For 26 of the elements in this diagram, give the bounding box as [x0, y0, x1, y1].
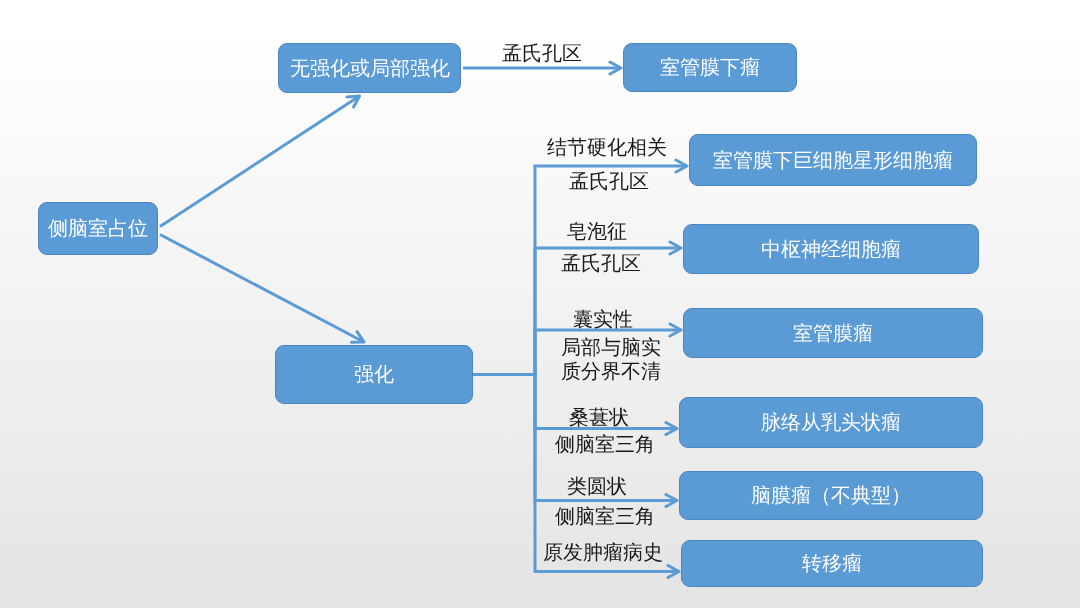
- process-box: 脑膜瘤（不典型）: [679, 471, 983, 520]
- arrow: [473, 373, 681, 579]
- process-box: 室管膜下瘤: [623, 43, 797, 92]
- arrow: [159, 94, 361, 228]
- edge-label: 桑葚状: [569, 405, 629, 429]
- process-box: 强化: [275, 345, 473, 404]
- process-box: 脉络从乳头状瘤: [679, 397, 983, 448]
- annotation-text: 孟氏孔区: [561, 251, 641, 275]
- edge-label: 孟氏孔区: [502, 41, 582, 65]
- edge-label: 结节硬化相关: [547, 135, 667, 159]
- edge-label: 皂泡征: [567, 219, 627, 243]
- process-box: 转移瘤: [681, 540, 983, 587]
- annotation-text: 侧脑室三角: [555, 432, 655, 456]
- process-box: 室管膜瘤: [683, 308, 983, 358]
- annotation-text: 孟氏孔区: [569, 169, 649, 193]
- edge-label: 类圆状: [567, 474, 627, 498]
- process-box: 中枢神经细胞瘤: [683, 224, 979, 274]
- process-box: 室管膜下巨细胞星形细胞瘤: [689, 134, 977, 186]
- annotation-text: 侧脑室三角: [555, 504, 655, 528]
- process-box: 侧脑室占位: [38, 202, 158, 255]
- edge-label: 囊实性: [573, 307, 633, 331]
- arrow: [159, 233, 366, 344]
- process-box: 无强化或局部强化: [278, 43, 461, 93]
- arrow: [463, 60, 623, 76]
- annotation-text: 局部与脑实质分界不清: [560, 335, 662, 383]
- edge-label: 原发肿瘤病史: [543, 540, 663, 564]
